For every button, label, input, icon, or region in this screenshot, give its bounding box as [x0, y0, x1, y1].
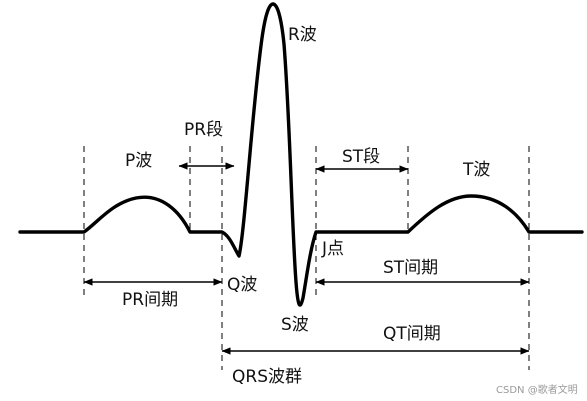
pr-interval-label: PR间期 — [122, 290, 178, 310]
qt-interval-label: QT间期 — [383, 324, 441, 344]
q-wave-label: Q波 — [227, 275, 257, 295]
watermark-text: CSDN @歌者文明 — [496, 383, 578, 396]
t-wave-label: T波 — [462, 160, 490, 180]
st-segment-label: ST段 — [342, 147, 380, 167]
pr-segment-label: PR段 — [184, 120, 223, 140]
j-point-label: J点 — [321, 239, 344, 259]
st-interval-label: ST间期 — [383, 258, 438, 278]
s-wave-label: S波 — [281, 315, 309, 335]
ecg-waveform — [18, 2, 584, 307]
qrs-complex-label: QRS波群 — [232, 367, 302, 387]
p-wave-label: P波 — [125, 151, 152, 171]
r-wave-label: R波 — [288, 25, 317, 45]
